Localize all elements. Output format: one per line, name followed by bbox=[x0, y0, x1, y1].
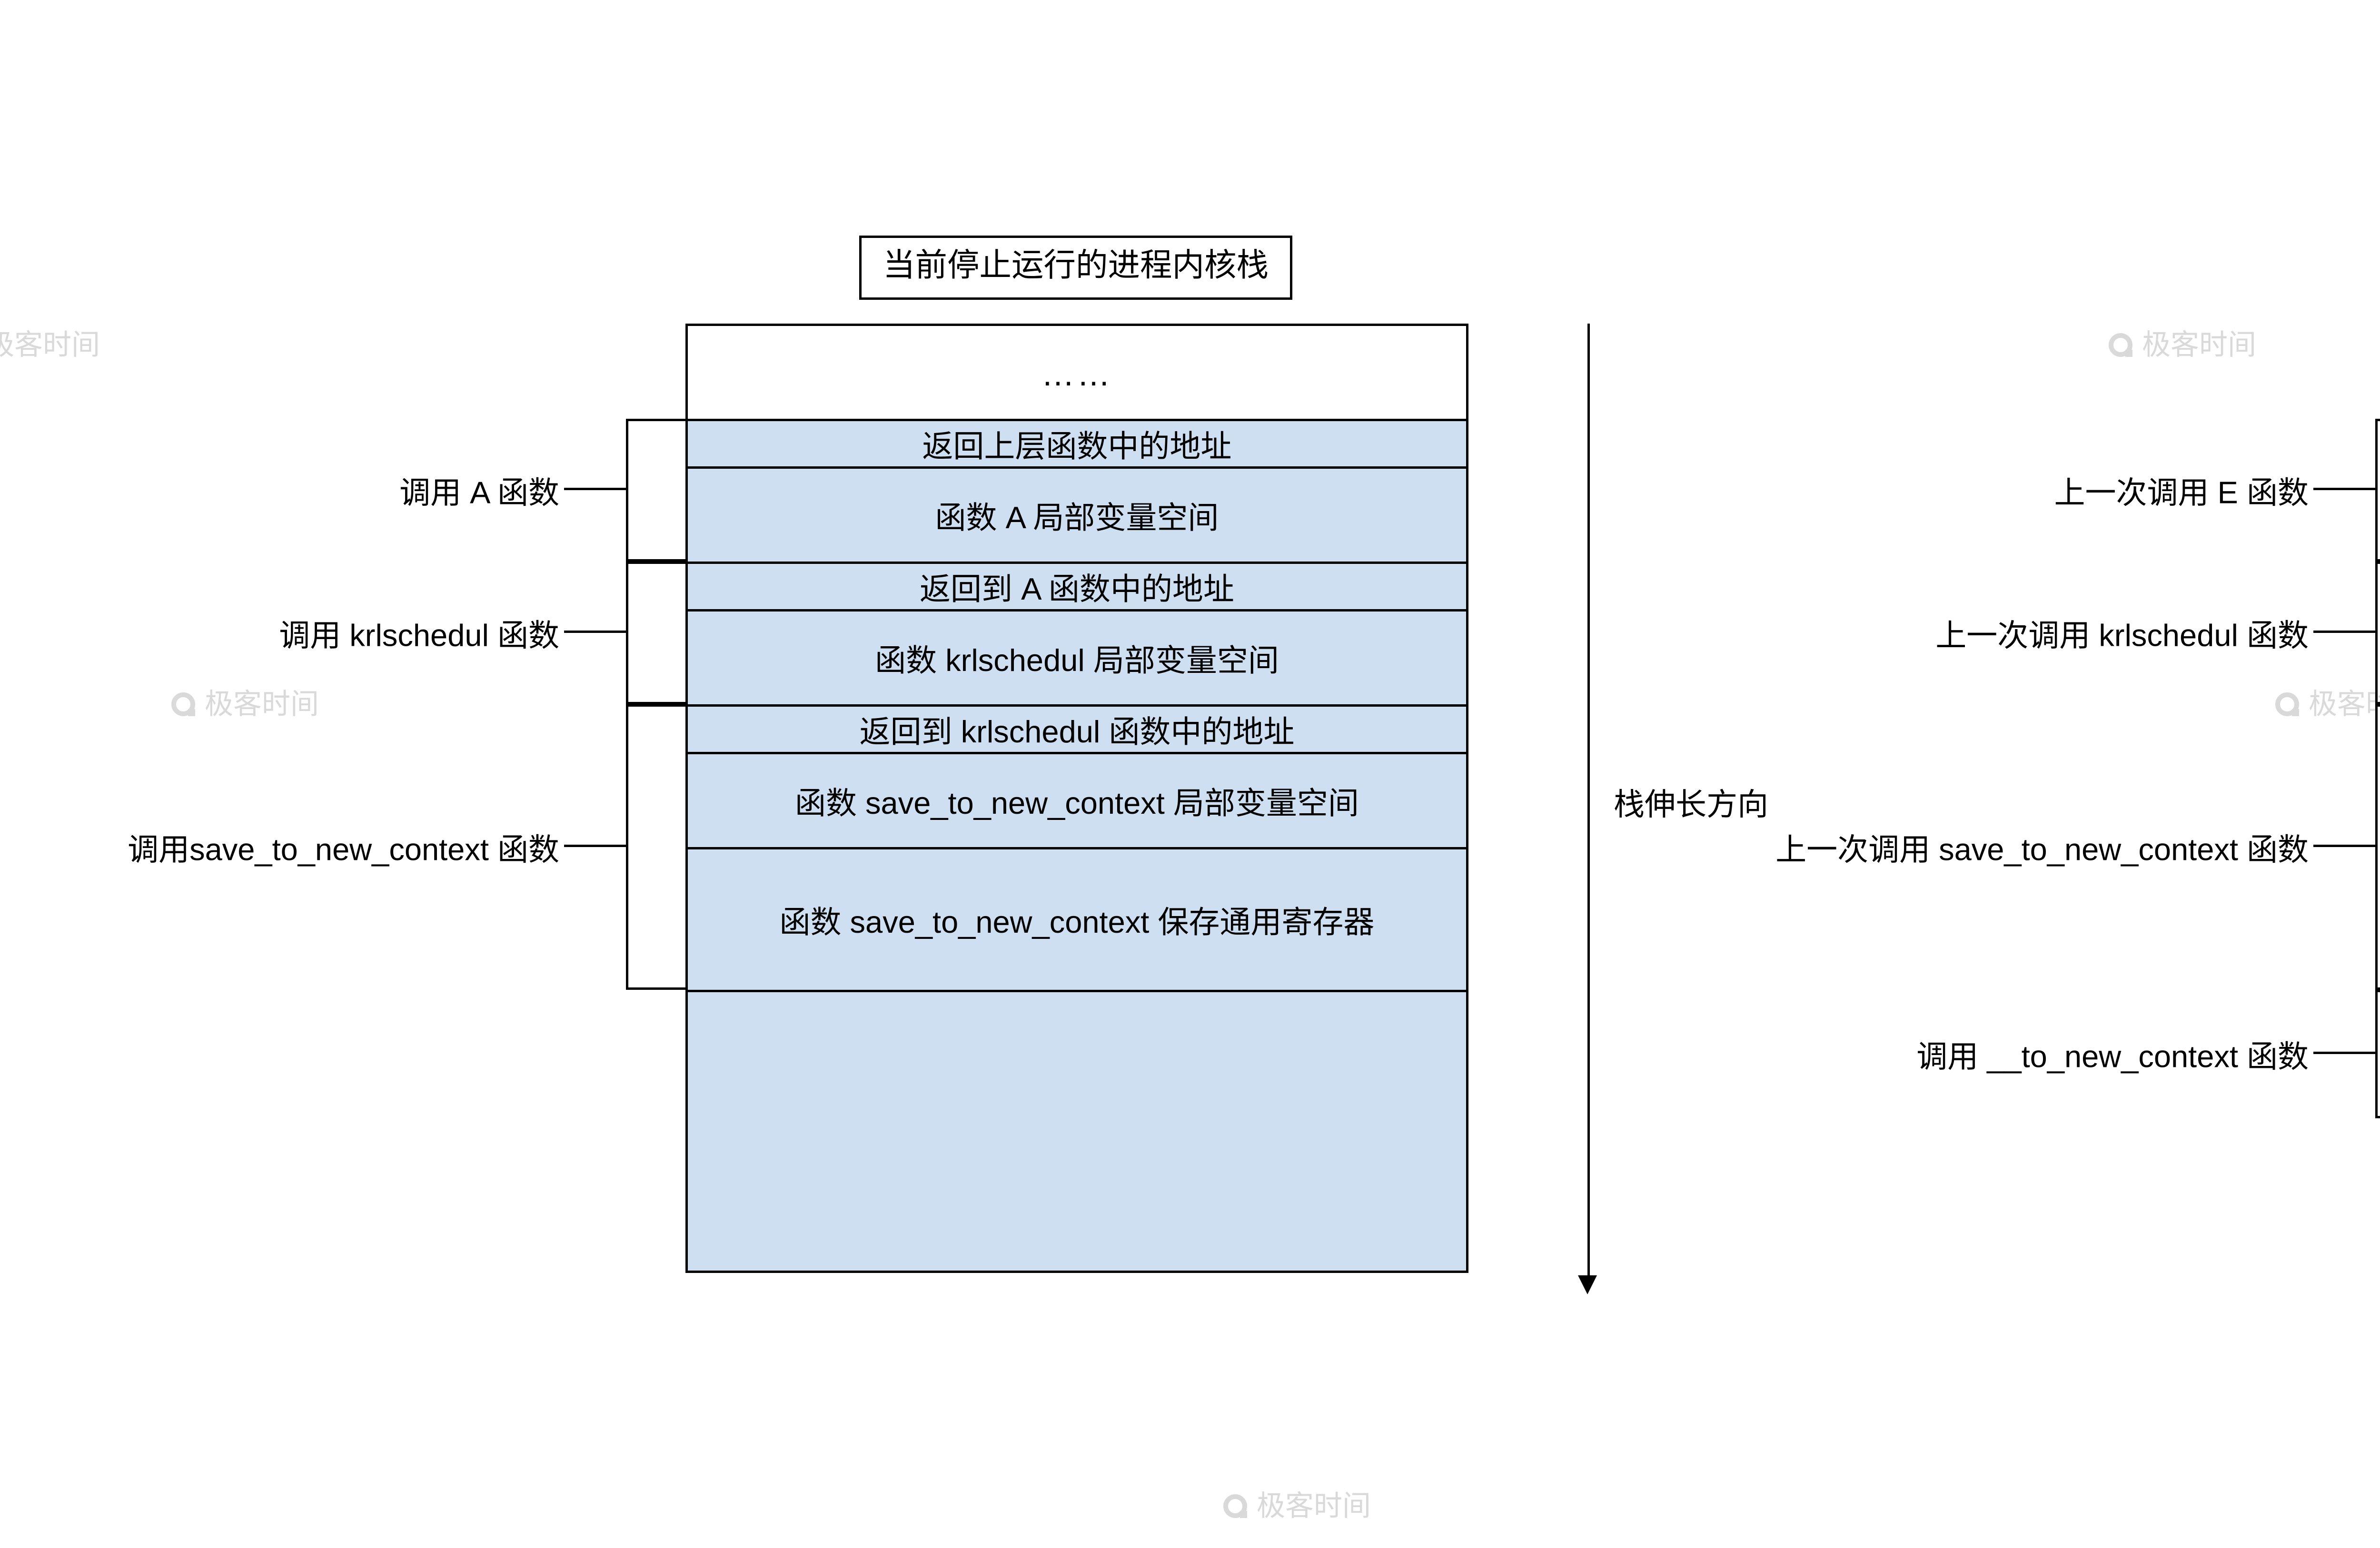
left-stack-title: 当前停止运行的进程内核栈 bbox=[859, 236, 1292, 299]
left-row-ellipsis: …… bbox=[688, 326, 1466, 421]
connector-line bbox=[2313, 631, 2375, 633]
left-row-func-a-locals: 函数 A 局部变量空间 bbox=[688, 469, 1466, 564]
connector-line bbox=[564, 488, 626, 490]
watermark: 极客时间 bbox=[2109, 324, 2256, 364]
watermark-text: 极客时间 bbox=[2142, 328, 2257, 362]
watermark: 极客时间 bbox=[171, 683, 319, 723]
arrow-down-icon bbox=[1578, 1275, 1597, 1294]
right-bracket-call-save bbox=[2375, 704, 2380, 990]
right-bracket-call-krlschedul bbox=[2375, 562, 2380, 704]
watermark: 极客时间 bbox=[2275, 683, 2380, 723]
left-row-save-ctx-registers: 函数 save_to_new_context 保存通用寄存器 bbox=[688, 849, 1466, 992]
watermark: 极客时间 bbox=[0, 324, 100, 364]
left-bracket-call-a bbox=[626, 419, 685, 562]
right-label-call-krlschedul: 上一次调用 krlschedul 函数 bbox=[1935, 617, 2309, 653]
left-arrow-label: 栈伸长方向 bbox=[1609, 777, 1774, 827]
geektime-logo-icon bbox=[171, 691, 195, 715]
watermark-text: 极客时间 bbox=[205, 688, 319, 721]
right-label-call-save: 上一次调用 save_to_new_context 函数 bbox=[1775, 831, 2309, 868]
watermark-text: 极客时间 bbox=[0, 328, 100, 362]
left-row-return-a: 返回到 A 函数中的地址 bbox=[688, 564, 1466, 611]
left-row-empty bbox=[688, 992, 1466, 1271]
geektime-logo-icon bbox=[1223, 1493, 1247, 1517]
left-kernel-stack: …… 返回上层函数中的地址 函数 A 局部变量空间 返回到 A 函数中的地址 函… bbox=[685, 324, 1468, 1273]
connector-line bbox=[564, 631, 626, 633]
right-label-call-to-new: 调用 __to_new_context 函数 bbox=[1916, 1038, 2309, 1075]
connector-line bbox=[564, 845, 626, 847]
left-label-call-krlschedul: 调用 krlschedul 函数 bbox=[279, 617, 559, 653]
left-label-call-a: 调用 A 函数 bbox=[399, 474, 559, 511]
watermark-text: 极客时间 bbox=[1257, 1489, 1371, 1523]
connector-line bbox=[2313, 1052, 2375, 1054]
left-row-krlschedul-locals: 函数 krlschedul 局部变量空间 bbox=[688, 611, 1466, 707]
geektime-logo-icon bbox=[2109, 332, 2132, 356]
right-bracket-call-to-new bbox=[2375, 990, 2380, 1118]
left-row-return-krlschedul: 返回到 krlschedul 函数中的地址 bbox=[688, 707, 1466, 754]
right-label-call-e: 上一次调用 E 函数 bbox=[2054, 474, 2309, 511]
connector-line bbox=[2313, 845, 2375, 847]
left-stack-growth-arrow bbox=[1587, 324, 1590, 1275]
left-label-call-save: 调用save_to_new_context 函数 bbox=[128, 831, 559, 868]
connector-line bbox=[2313, 488, 2375, 490]
watermark-text: 极客时间 bbox=[2309, 688, 2380, 721]
geektime-logo-icon bbox=[2275, 691, 2299, 715]
right-bracket-call-e bbox=[2375, 419, 2380, 562]
left-row-return-upper: 返回上层函数中的地址 bbox=[688, 421, 1466, 469]
left-row-save-ctx-locals: 函数 save_to_new_context 局部变量空间 bbox=[688, 754, 1466, 849]
watermark: 极客时间 bbox=[1223, 1485, 1371, 1525]
left-bracket-call-save bbox=[626, 704, 685, 990]
left-bracket-call-krlschedul bbox=[626, 562, 685, 704]
